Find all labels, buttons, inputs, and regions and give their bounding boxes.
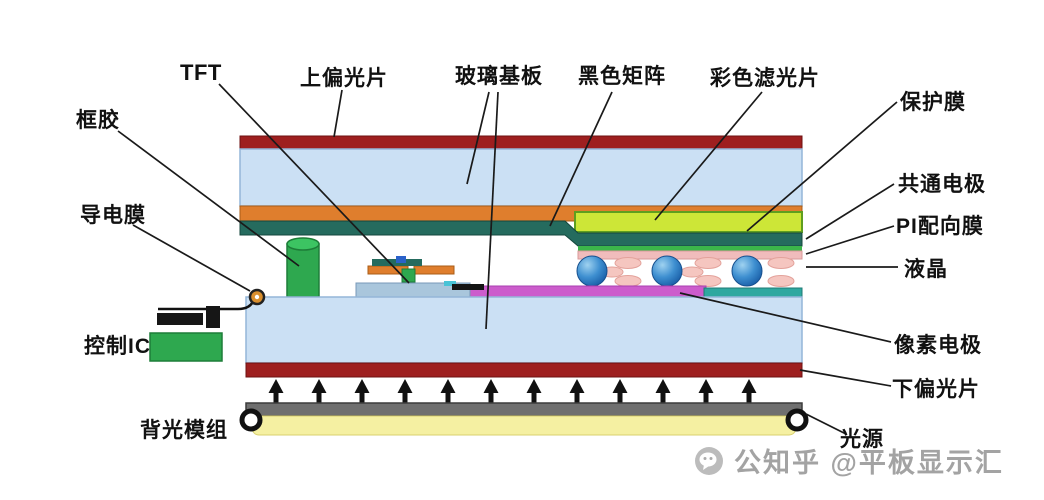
liquid-crystal-spheres (576, 255, 763, 287)
pointer-line-color-filter (654, 91, 763, 221)
pointer-line-light-source (805, 413, 847, 435)
pointer-line-glass-upper (466, 91, 490, 185)
label-glass-substrate: 玻璃基板 (455, 65, 543, 88)
label-light-source: 光源 (840, 428, 884, 451)
wechat-icon (695, 446, 723, 475)
pointer-line-pixel-electrode (679, 292, 892, 343)
label-pixel-electrode: 像素电极 (894, 334, 982, 357)
light-guide-plate (251, 415, 797, 436)
label-tft: TFT (180, 60, 222, 85)
label-liquid-crystal: 液晶 (904, 258, 948, 281)
pointer-line-black-matrix (549, 91, 613, 227)
pointer-line-glass-lower (485, 91, 499, 330)
upper-polarizer-layer (239, 135, 803, 150)
backlight-plate (245, 402, 803, 417)
label-lower-polarizer: 下偏光片 (892, 378, 980, 401)
label-backlight-module: 背光模组 (140, 419, 228, 442)
pointer-line-tft (218, 83, 410, 284)
lower-glass-layer (245, 296, 803, 364)
label-pi-alignment-film: PI配向膜 (896, 215, 984, 238)
label-control-ic: 控制IC (84, 335, 151, 358)
label-protective-film: 保护膜 (900, 91, 966, 114)
backlight-arrows (268, 379, 757, 404)
pointer-lines (117, 83, 898, 435)
control-ic-assembly (149, 288, 266, 362)
pointer-line-frame-sealant (117, 130, 300, 267)
label-common-electrode: 共通电极 (898, 173, 986, 196)
pointer-line-pi-film (805, 225, 895, 255)
pointer-line-protective-film (746, 101, 898, 232)
watermark-text: 公知乎 @平板显示汇 (734, 448, 1004, 478)
pointer-line-common-electrode (805, 183, 895, 240)
upper-glass-layer (239, 148, 803, 207)
pointer-line-upper-polarizer (333, 89, 343, 138)
label-black-matrix: 黑色矩阵 (578, 65, 666, 88)
pointer-line-lower-polarizer (799, 369, 892, 387)
label-frame-sealant: 框胶 (76, 109, 120, 132)
tft-structure (355, 256, 484, 298)
color-filter-layer (574, 211, 803, 233)
label-color-filter: 彩色滤光片 (710, 67, 820, 90)
pointer-line-conductive-film (132, 224, 251, 292)
liquid-crystal-molecules (600, 257, 795, 287)
label-upper-polarizer: 上偏光片 (300, 67, 388, 90)
label-conductive-film: 导电膜 (80, 204, 146, 227)
cyan-electrode-segment (703, 287, 803, 298)
lower-polarizer-layer (245, 362, 803, 378)
light-source-right (785, 408, 809, 432)
frame-sealant-cylinder (286, 237, 320, 298)
light-source-left (239, 408, 263, 432)
pi-alignment-layer (577, 250, 803, 260)
watermark: 公知乎 @平板显示汇 (693, 441, 1004, 480)
green-strip-layer (578, 246, 802, 251)
